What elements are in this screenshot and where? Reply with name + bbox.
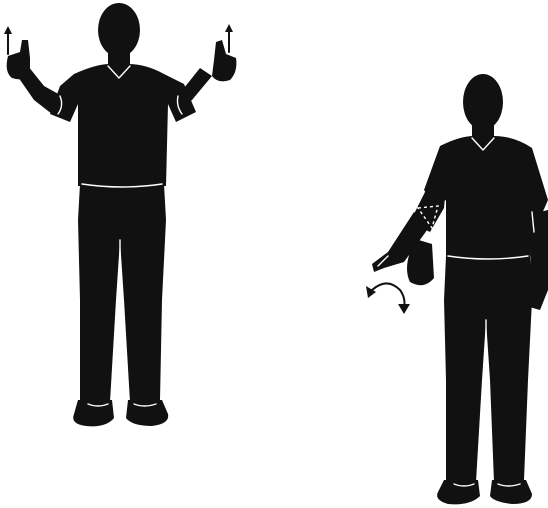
right-shoe [490, 480, 532, 504]
arrow-up-icon [225, 24, 233, 52]
curved-double-arrow-icon [366, 283, 410, 314]
trousers [78, 184, 166, 402]
left-fist [7, 40, 30, 79]
trousers [444, 256, 532, 482]
torso [50, 64, 196, 186]
head [463, 74, 503, 130]
head [98, 3, 140, 57]
figure-thumbs-up [4, 3, 236, 426]
right-fist [212, 40, 236, 81]
left-hand-lowered [407, 238, 434, 285]
arrow-up-icon [4, 26, 12, 54]
right-shoe [126, 400, 168, 426]
figure-arm-swing [366, 74, 548, 504]
